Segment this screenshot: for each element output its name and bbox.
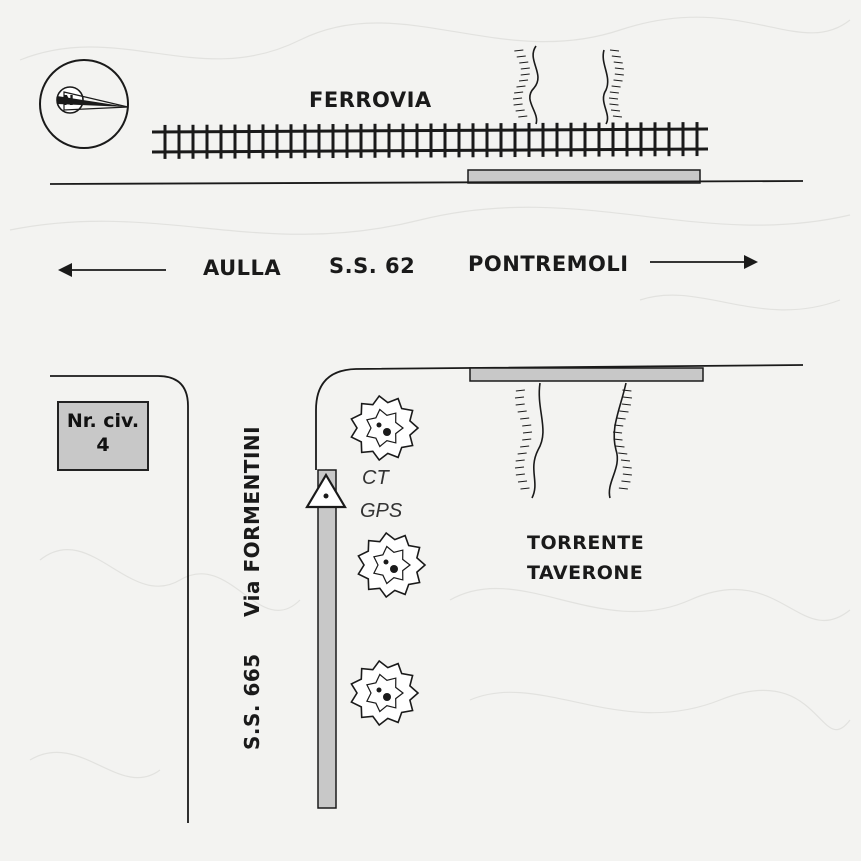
stream-bank-hatch bbox=[616, 417, 626, 420]
stream-bank-hatch bbox=[517, 480, 528, 483]
stream-bank-hatch bbox=[514, 466, 525, 469]
stream-label-line1: TORRENTE bbox=[527, 532, 645, 554]
side-road-number-label: S.S. 665 bbox=[240, 653, 264, 750]
direction-arrow-left-icon bbox=[58, 263, 166, 277]
stream-bank-hatch bbox=[517, 452, 527, 455]
stream-bank-hatch bbox=[520, 445, 530, 448]
bridge-slab-south bbox=[469, 367, 704, 382]
stream-bank-hatch bbox=[612, 115, 623, 118]
stream-bank-hatch bbox=[515, 403, 525, 406]
house-number-box: Nr. civ. 4 bbox=[57, 401, 149, 471]
tree-icon bbox=[357, 531, 427, 599]
stream-bank-hatch bbox=[614, 73, 624, 76]
stream-bank-hatch bbox=[520, 67, 530, 70]
stream-bank-hatch bbox=[512, 97, 523, 100]
stream-bank-hatch bbox=[618, 487, 628, 490]
stream-bank-hatch bbox=[515, 459, 525, 462]
road-edge-south-west bbox=[50, 375, 189, 823]
direction-label-pontremoli: PONTREMOLI bbox=[468, 252, 629, 276]
stream-bank-hatch bbox=[518, 79, 529, 82]
stream-bank-hatch bbox=[609, 91, 619, 94]
railway-label: FERROVIA bbox=[309, 88, 432, 112]
stream-bank-hatch bbox=[614, 424, 624, 427]
gps-triangle-marker-icon bbox=[305, 472, 347, 509]
stream-bank-hatch bbox=[614, 67, 624, 70]
main-road-label: S.S. 62 bbox=[329, 254, 416, 278]
road-edge-north bbox=[49, 180, 804, 185]
stream-bank-hatch bbox=[612, 431, 623, 434]
gps-point-label-line1: CT bbox=[362, 467, 389, 489]
background-texture bbox=[9, 16, 851, 779]
stream-bank-hatch bbox=[611, 85, 621, 88]
stream-banks-north bbox=[512, 45, 624, 125]
road-edge-south-east bbox=[315, 364, 804, 470]
stream-bank-hatch bbox=[609, 49, 620, 52]
gps-point-label-line2: GPS bbox=[360, 500, 403, 522]
stream-bank-hatch bbox=[519, 61, 529, 64]
stream-bank-hatch bbox=[517, 410, 527, 413]
stream-bank-hatch bbox=[515, 109, 525, 112]
tree-icon bbox=[350, 659, 420, 727]
stream-bank-hatch bbox=[514, 49, 524, 52]
stream-bank-hatch bbox=[520, 417, 530, 420]
stream-bank-hatch bbox=[611, 55, 621, 58]
house-number-value: 4 bbox=[96, 434, 110, 456]
trees-group bbox=[350, 394, 427, 727]
stream-bank-hatch bbox=[622, 466, 632, 469]
stream-bank-hatch bbox=[608, 97, 619, 100]
railway-track bbox=[151, 122, 709, 159]
stream-label-line2: TAVERONE bbox=[527, 562, 644, 584]
stream-bank-hatch bbox=[516, 55, 526, 58]
stream-bank-hatch bbox=[621, 480, 631, 483]
stream-bank-hatch bbox=[515, 389, 525, 392]
stream-bank-hatch bbox=[610, 109, 621, 112]
stream-bank-hatch bbox=[518, 115, 528, 118]
stream-bank-hatch bbox=[613, 61, 623, 64]
stream-bank-hatch bbox=[620, 459, 631, 462]
stream-bank-hatch bbox=[618, 452, 628, 455]
stream-bank-hatch bbox=[619, 410, 629, 413]
stream-banks-south bbox=[514, 382, 633, 499]
stream-bank-hatch bbox=[515, 473, 525, 476]
stream-bank-hatch bbox=[513, 103, 523, 106]
tree-icon bbox=[350, 394, 420, 462]
stream-bank-hatch bbox=[522, 424, 532, 427]
bridge-slab-north bbox=[467, 169, 701, 184]
sidewalk-strip bbox=[317, 469, 337, 809]
house-number-label: Nr. civ. bbox=[66, 410, 140, 432]
direction-arrow-right-icon bbox=[650, 255, 758, 269]
stream-bank-hatch bbox=[514, 91, 524, 94]
stream-bank-hatch bbox=[622, 396, 633, 399]
stream-bank-hatch bbox=[615, 445, 625, 448]
direction-label-aulla: AULLA bbox=[203, 256, 282, 280]
stream-bank-hatch bbox=[520, 73, 530, 76]
stream-bank-hatch bbox=[522, 438, 532, 441]
stream-bank-hatch bbox=[520, 487, 530, 490]
stream-bank-hatch bbox=[613, 79, 623, 82]
side-road-name-label: Via FORMENTINI bbox=[240, 425, 264, 617]
svg-text:N: N bbox=[63, 94, 74, 109]
stream-bank-hatch bbox=[609, 103, 619, 106]
stream-bank-hatch bbox=[522, 431, 533, 434]
stream-bank-hatch bbox=[613, 438, 623, 441]
compass-north-arrow-icon: N bbox=[39, 59, 129, 149]
stream-bank-hatch bbox=[516, 85, 526, 88]
stream-bank-hatch bbox=[514, 396, 525, 399]
stream-bank-hatch bbox=[622, 389, 632, 392]
stream-bank-hatch bbox=[621, 403, 631, 406]
stream-bank-hatch bbox=[622, 473, 632, 476]
